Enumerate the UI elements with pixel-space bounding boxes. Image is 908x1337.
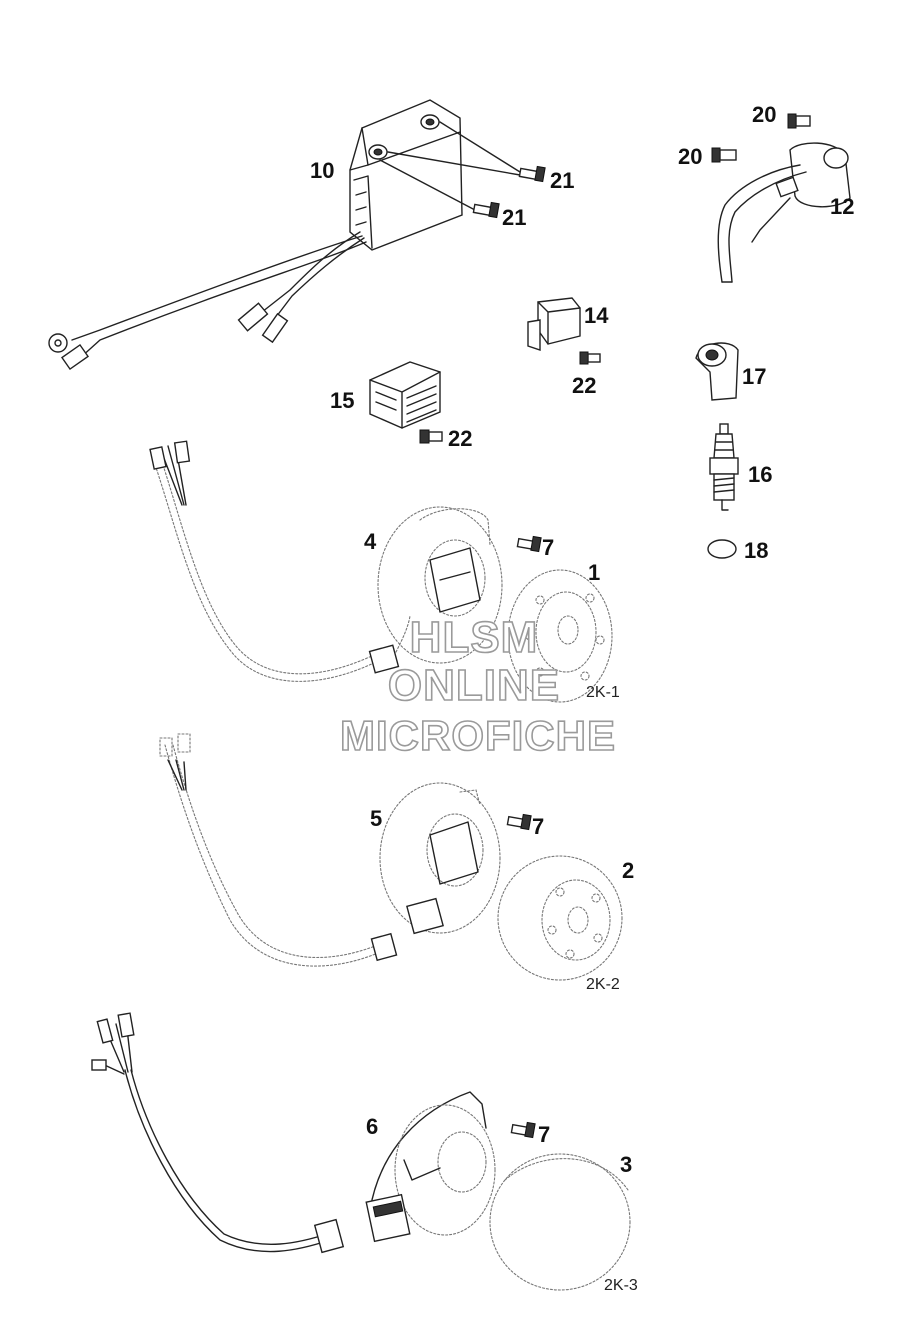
regulator-bolt-drawing bbox=[419, 429, 443, 444]
callout-cdi-unit: 10 bbox=[310, 158, 334, 183]
stator-b-bolt-drawing bbox=[506, 813, 532, 831]
callout-coil-bolt-b: 20 bbox=[678, 144, 702, 169]
watermark: HLSM ONLINE MICROFICHE bbox=[339, 612, 616, 760]
callout-stator-b-bolt: 7 bbox=[532, 814, 544, 839]
callout-relay: 14 bbox=[584, 303, 609, 328]
callout-ignition-coil: 12 bbox=[830, 194, 854, 219]
coil-bolt-b-drawing bbox=[711, 147, 737, 163]
callout-cdi-bolt-b: 21 bbox=[502, 205, 526, 230]
relay-drawing bbox=[527, 297, 581, 351]
cdi-bolt-b-drawing bbox=[472, 201, 500, 219]
callout-stator-b: 5 bbox=[370, 806, 382, 831]
rotor-b-drawing bbox=[497, 855, 623, 981]
callout-rotor-a: 1 bbox=[588, 560, 600, 585]
stator-c-drawing bbox=[91, 1012, 496, 1254]
spark-plug-drawing bbox=[709, 423, 739, 511]
callout-plug-cap: 17 bbox=[742, 364, 766, 389]
plug-cap-drawing bbox=[695, 342, 739, 401]
relay-bolt-drawing bbox=[579, 351, 601, 365]
callout-stator-c: 6 bbox=[366, 1114, 378, 1139]
watermark-line-1: HLSM bbox=[410, 613, 539, 662]
callout-cdi-bolt-a: 21 bbox=[550, 168, 574, 193]
stator-b-drawing bbox=[159, 733, 501, 967]
rotor-a-drawing bbox=[507, 569, 613, 703]
coil-bolt-a-drawing bbox=[787, 113, 811, 129]
cdi-bolt-a-drawing bbox=[518, 165, 546, 183]
watermark-line-3: MICROFICHE bbox=[340, 712, 616, 759]
callout-stator-c-bolt: 7 bbox=[538, 1122, 550, 1147]
cdi-unit-drawing bbox=[48, 99, 521, 371]
callout-stator-a: 4 bbox=[364, 529, 377, 554]
stator-a-bolt-drawing bbox=[516, 535, 542, 553]
variant-label-k1: 2K-1 bbox=[586, 684, 620, 701]
o-ring-drawing bbox=[707, 539, 737, 559]
callout-o-ring: 18 bbox=[744, 538, 768, 563]
stator-a-drawing bbox=[149, 440, 503, 682]
callout-spark-plug: 16 bbox=[748, 462, 772, 487]
callout-rotor-c: 3 bbox=[620, 1152, 632, 1177]
variant-label-k3: 2K-3 bbox=[604, 1277, 638, 1294]
callout-relay-bolt: 22 bbox=[572, 373, 596, 398]
regulator-drawing bbox=[369, 361, 441, 429]
callout-coil-bolt-a: 20 bbox=[752, 102, 776, 127]
callout-regulator-bolt: 22 bbox=[448, 426, 472, 451]
variant-label-k2: 2K-2 bbox=[586, 976, 620, 993]
stator-c-bolt-drawing bbox=[510, 1121, 536, 1139]
watermark-line-2: ONLINE bbox=[388, 661, 560, 710]
callout-regulator: 15 bbox=[330, 388, 354, 413]
rotor-c-drawing bbox=[489, 1153, 631, 1291]
callout-rotor-b: 2 bbox=[622, 858, 634, 883]
ignition-coil-drawing bbox=[717, 142, 851, 283]
callout-stator-a-bolt: 7 bbox=[542, 535, 554, 560]
